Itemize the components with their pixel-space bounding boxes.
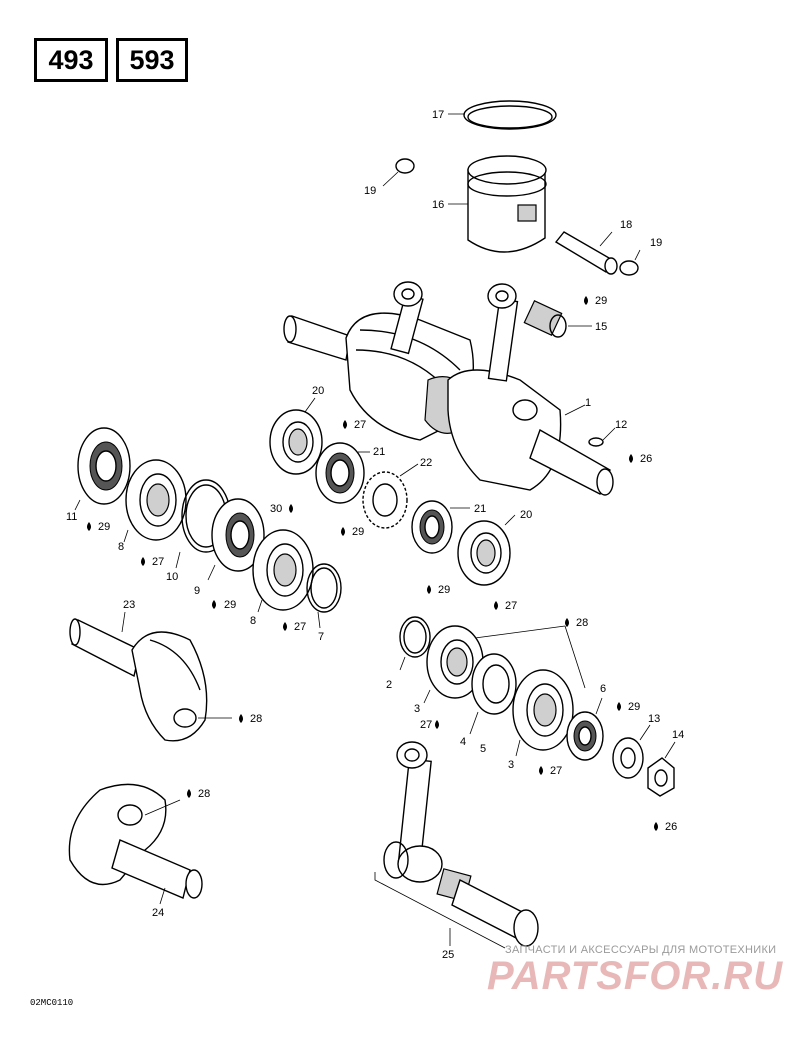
callout-29c: 29 bbox=[98, 521, 110, 533]
callout-11: 11 bbox=[66, 511, 77, 523]
seal-upper-part bbox=[315, 442, 370, 504]
bearing-stack-part bbox=[399, 616, 604, 761]
callout-21a: 21 bbox=[373, 446, 385, 458]
crank-half-23-part bbox=[69, 611, 232, 742]
ring-7-part bbox=[306, 563, 342, 613]
callout-21b: 21 bbox=[474, 503, 486, 515]
callout-28c: 28 bbox=[198, 788, 210, 800]
callout-26b: 26 bbox=[665, 821, 677, 833]
callout-2: 2 bbox=[386, 679, 392, 691]
callout-4: 4 bbox=[460, 736, 466, 748]
callout-12: 12 bbox=[615, 419, 627, 431]
watermark-tagline: ЗАПЧАСТИ И АКСЕССУАРЫ ДЛЯ МОТОТЕХНИКИ bbox=[505, 944, 777, 956]
callout-27f: 27 bbox=[550, 765, 562, 777]
bearing-upper-part bbox=[269, 397, 323, 475]
callout-20a: 20 bbox=[312, 385, 324, 397]
seal-left-part bbox=[74, 427, 131, 511]
callout-3b: 3 bbox=[508, 759, 514, 771]
needle-bearing-part bbox=[523, 299, 592, 338]
callout-9: 9 bbox=[194, 585, 200, 597]
diagram-code: 02MC0110 bbox=[30, 998, 74, 1008]
nut-part bbox=[647, 741, 676, 797]
gear-part bbox=[362, 463, 419, 529]
callout-24: 24 bbox=[152, 907, 164, 919]
callout-15: 15 bbox=[595, 321, 607, 333]
bearing-lower-right-part bbox=[457, 514, 516, 586]
callout-8a: 8 bbox=[118, 541, 124, 553]
callout-28a: 28 bbox=[250, 713, 262, 725]
callout-23: 23 bbox=[123, 599, 135, 611]
bearing-left-part bbox=[123, 459, 187, 543]
callout-30: 30 bbox=[270, 503, 282, 515]
callout-29f: 29 bbox=[628, 701, 640, 713]
callout-27c: 27 bbox=[294, 621, 306, 633]
circlip-part bbox=[382, 158, 641, 276]
bearing-8b-part bbox=[252, 529, 314, 613]
model-badge-493: 493 bbox=[34, 38, 108, 82]
callout-17: 17 bbox=[432, 109, 444, 121]
callout-14: 14 bbox=[672, 729, 684, 741]
callout-16: 16 bbox=[432, 199, 444, 211]
washer-part bbox=[612, 737, 644, 779]
woodruff-key-part bbox=[588, 437, 604, 447]
callout-29a: 29 bbox=[595, 295, 607, 307]
piston-ring-part bbox=[448, 100, 557, 130]
seal-9-part bbox=[207, 498, 265, 581]
crankshaft-assembly-part bbox=[283, 281, 614, 496]
callout-10: 10 bbox=[166, 571, 178, 583]
callout-18: 18 bbox=[620, 219, 632, 231]
callout-28b: 28 bbox=[576, 617, 588, 629]
callout-27e: 27 bbox=[420, 719, 432, 731]
wrist-pin-part bbox=[554, 231, 618, 275]
connecting-rod-kit-part bbox=[374, 741, 539, 949]
callout-29b: 29 bbox=[352, 526, 364, 538]
callout-19b: 19 bbox=[650, 237, 662, 249]
callout-29e: 29 bbox=[438, 584, 450, 596]
callout-20b: 20 bbox=[520, 509, 532, 521]
callout-7: 7 bbox=[318, 631, 324, 643]
callout-27a: 27 bbox=[354, 419, 366, 431]
callout-3a: 3 bbox=[414, 703, 420, 715]
watermark-logo: PARTSFOR.RU bbox=[487, 954, 784, 998]
callout-27b: 27 bbox=[152, 556, 164, 568]
seal-lower-part bbox=[411, 500, 470, 554]
lubricant-drop-icons bbox=[87, 296, 658, 831]
callout-5: 5 bbox=[480, 743, 486, 755]
callout-6: 6 bbox=[600, 683, 606, 695]
callout-26a: 26 bbox=[640, 453, 652, 465]
callout-29d: 29 bbox=[224, 599, 236, 611]
callout-13: 13 bbox=[648, 713, 660, 725]
callout-27d: 27 bbox=[505, 600, 517, 612]
callout-22: 22 bbox=[420, 457, 432, 469]
callout-1: 1 bbox=[585, 397, 591, 409]
model-badge-593: 593 bbox=[116, 38, 188, 82]
piston-part bbox=[448, 155, 547, 253]
callout-19: 19 bbox=[364, 185, 376, 197]
callout-25: 25 bbox=[442, 949, 454, 961]
callout-8b: 8 bbox=[250, 615, 256, 627]
crank-half-24-part bbox=[68, 783, 203, 905]
